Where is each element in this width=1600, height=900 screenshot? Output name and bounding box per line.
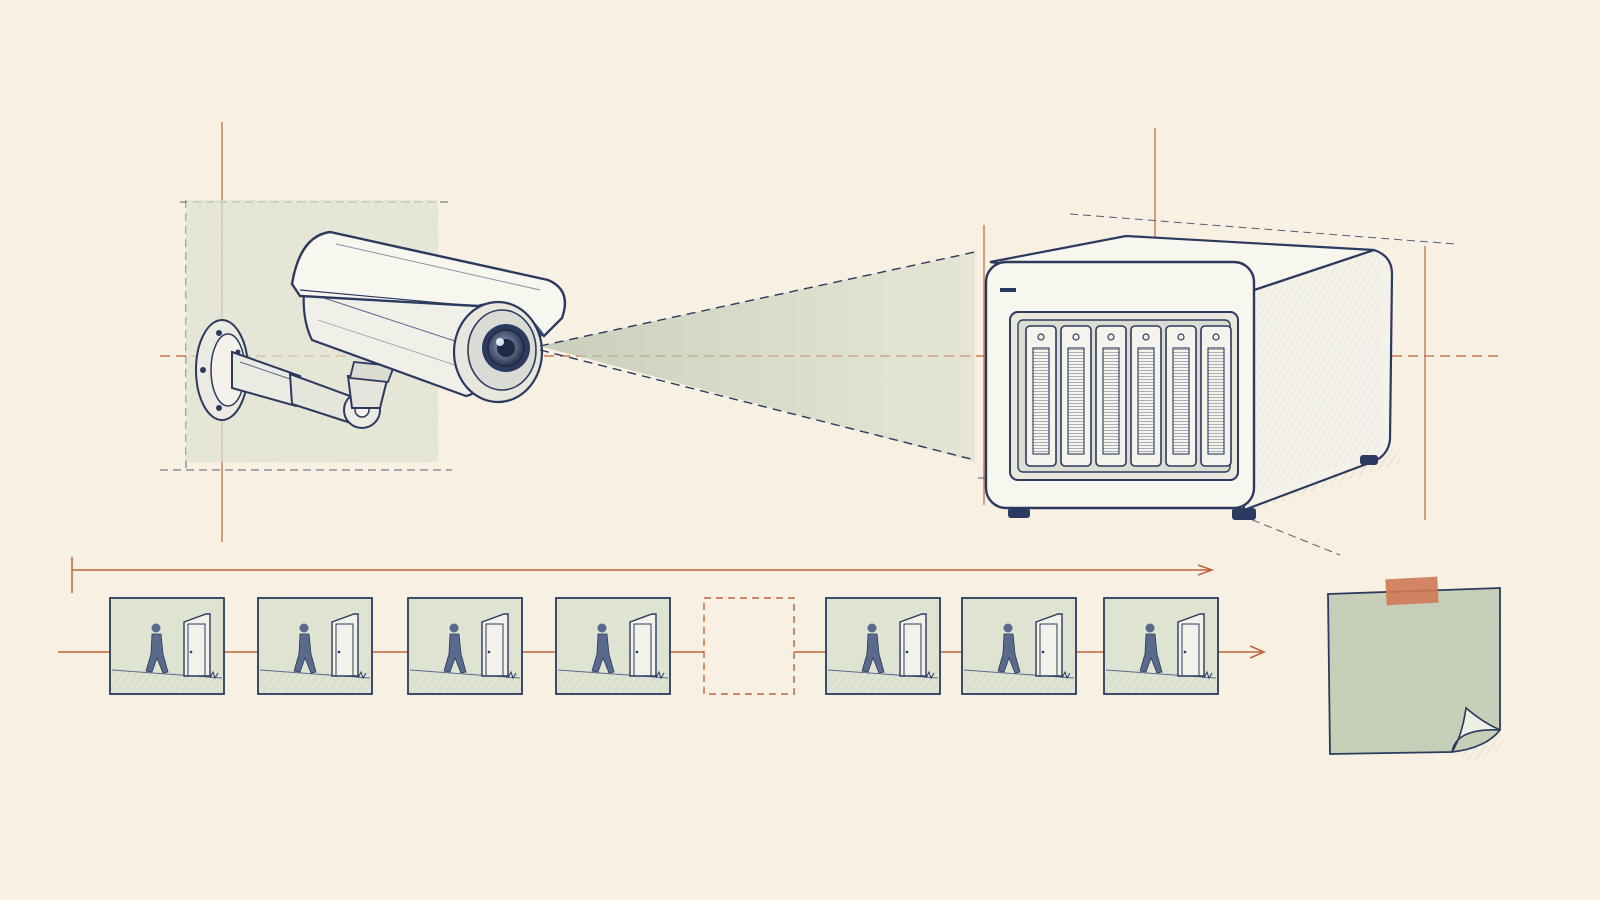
door-icon [183, 613, 211, 677]
drive-bay [1200, 325, 1232, 467]
drive-bay [1165, 325, 1197, 467]
person-walking-to-door-icon [257, 597, 373, 695]
dashed-guide-nas-floor [1239, 514, 1341, 556]
walking-person-icon [997, 623, 1021, 674]
data-flow-beam [539, 251, 976, 462]
person-walking-to-door-icon [825, 597, 941, 695]
walking-person-icon [1139, 623, 1163, 674]
missing-frame-placeholder [703, 597, 795, 695]
walking-person-icon [145, 623, 169, 674]
door-icon [1177, 613, 1205, 677]
door-icon [899, 613, 927, 677]
door-icon [331, 613, 359, 677]
drive-bays [1025, 325, 1232, 467]
drive-bay [1025, 325, 1057, 467]
wall-mount-icon [195, 319, 396, 429]
walking-person-icon [861, 623, 885, 674]
person-walking-to-door-icon [555, 597, 671, 695]
timeline-arrow [71, 557, 1215, 593]
person-walking-to-door-icon [1103, 597, 1219, 695]
walking-person-icon [443, 623, 467, 674]
walking-person-icon [293, 623, 317, 674]
door-icon [481, 613, 509, 677]
drive-bay [1060, 325, 1092, 467]
door-icon [629, 613, 657, 677]
nas-storage-icon [980, 234, 1404, 520]
person-walking-to-door-icon [407, 597, 523, 695]
frame-sequence [109, 597, 1219, 695]
drive-bay [1130, 325, 1162, 467]
walking-person-icon [591, 623, 615, 674]
security-camera-icon [290, 230, 567, 404]
tape-strip [1385, 576, 1439, 606]
door-icon [1035, 613, 1063, 677]
timeline [58, 557, 1267, 695]
sticky-note-icon [1327, 576, 1506, 762]
drive-bay [1095, 325, 1127, 467]
person-walking-to-door-icon [109, 597, 225, 695]
person-walking-to-door-icon [961, 597, 1077, 695]
